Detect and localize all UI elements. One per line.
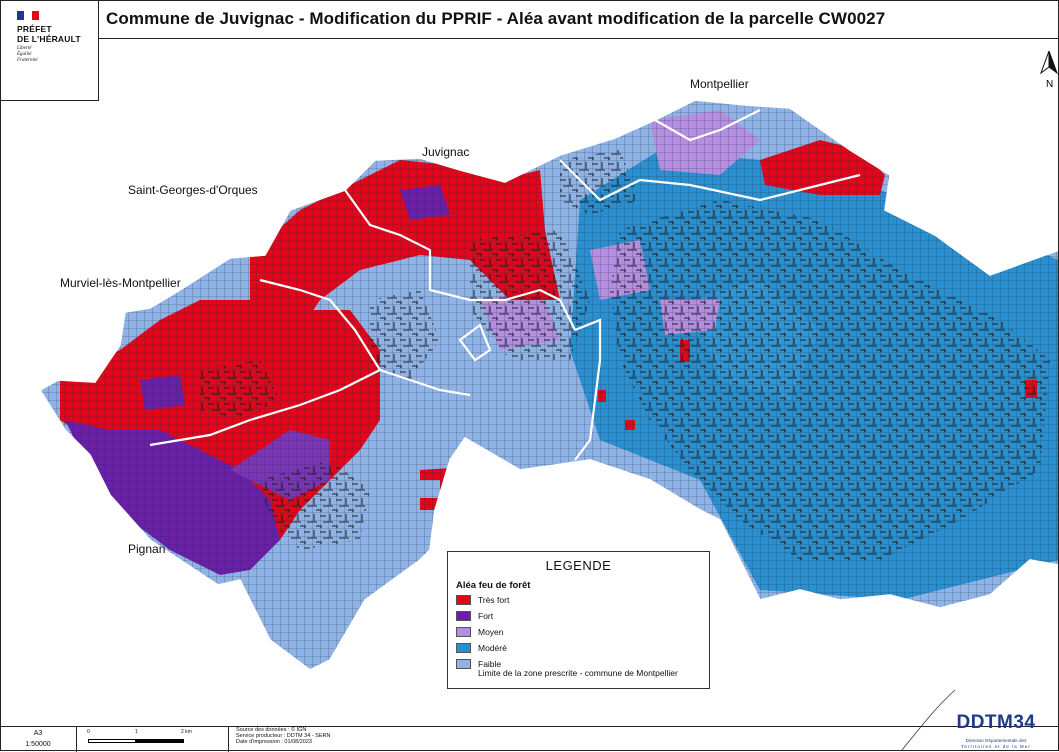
format-box: A3 1:50000 (0, 727, 77, 752)
legend: LEGENDE Aléa feu de forêt Très fort Fort… (447, 551, 710, 689)
legend-boundary-label: Limite de la zone prescrite - commune de… (478, 668, 678, 678)
logo-motto: Liberté Égalité Fraternité (17, 46, 38, 63)
commune-label-montpellier: Montpellier (690, 77, 749, 91)
legend-subtitle: Aléa feu de forêt (456, 580, 531, 591)
logo-line2: DE L'HÉRAULT (17, 34, 81, 44)
legend-item-fort: Fort (456, 610, 493, 621)
commune-label-pignan: Pignan (128, 542, 166, 556)
map-title: Commune de Juvignac - Modification du PP… (106, 9, 886, 28)
prefecture-logo: PRÉFET DE L'HÉRAULT Liberté Égalité Frat… (0, 0, 99, 101)
north-label: N (1046, 79, 1053, 90)
data-sources: Source des données : © IGN Service produ… (228, 727, 330, 752)
commune-label-juvignac: Juvignac (422, 145, 470, 159)
paper-format: A3 (33, 730, 43, 737)
scale-tick-2: 2 km (181, 729, 192, 735)
title-bar: Commune de Juvignac - Modification du PP… (98, 0, 1058, 39)
legend-title: LEGENDE (545, 558, 612, 573)
legend-swatch (456, 642, 471, 653)
scale-bar: 0 1 2 km (87, 727, 228, 752)
legend-swatch (456, 626, 471, 637)
corner-swoosh (901, 689, 956, 751)
agency-line2: Territoires et de la Mer (961, 744, 1031, 749)
legend-item-tres-fort: Très fort (456, 594, 509, 605)
scale-tick-1: 1 (135, 729, 138, 735)
ddtm-logo: DDTM34 Direction Départementale des Terr… (946, 712, 1046, 750)
logo-line1: PRÉFET (17, 24, 52, 34)
commune-label-murviel-les-montpellier: Murviel-lès-Montpellier (60, 276, 181, 290)
agency-line1: Direction Départementale des (965, 738, 1027, 743)
legend-swatch (456, 610, 471, 621)
north-arrow-icon: N (1039, 50, 1059, 90)
legend-item-faible: Faible (456, 658, 501, 669)
agency-name: DDTM34 (956, 712, 1036, 733)
scale-tick-0: 0 (87, 729, 90, 735)
legend-item-moyen: Moyen (456, 626, 504, 637)
legend-swatch (456, 658, 471, 669)
legend-item-modere: Modéré (456, 642, 507, 653)
footer: A3 1:50000 0 1 2 km Source des données :… (0, 726, 1059, 752)
flag-icon (17, 11, 39, 20)
map-scale: 1:50000 (25, 741, 51, 748)
commune-label-saint-georges-d-orques: Saint-Georges-d'Orques (128, 183, 258, 197)
legend-swatch (456, 594, 471, 605)
